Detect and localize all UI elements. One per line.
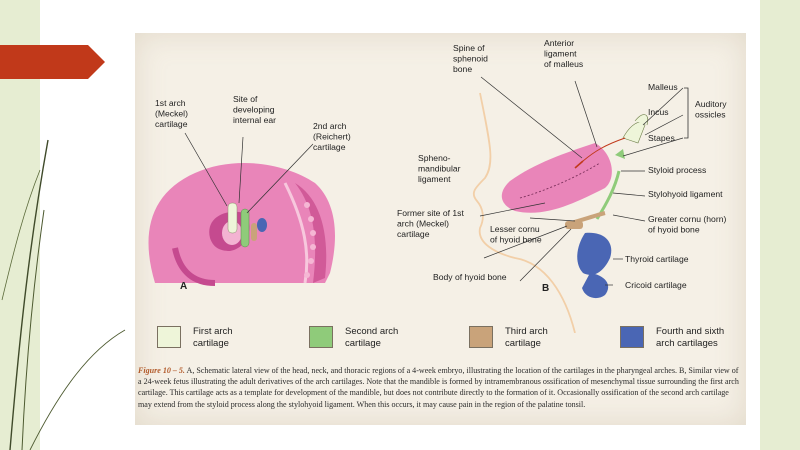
legend-first-arch: First arch cartilage: [157, 326, 233, 350]
label-first-arch: 1st arch(Meckel)cartilage: [155, 98, 188, 129]
legend-label: Fourth and sixth arch cartilages: [656, 326, 725, 349]
panel-a-letter: A: [180, 281, 187, 292]
legend-swatch: [309, 326, 333, 348]
legend-fourth-sixth-arch: Fourth and sixth arch cartilages: [620, 326, 724, 350]
mandible-shape: [501, 143, 612, 213]
label-styloid-process: Styloid process: [648, 165, 706, 175]
figure-caption: Figure 10 – 5. A, Schematic lateral view…: [138, 365, 743, 410]
panel-b-letter: B: [542, 283, 549, 294]
label-body-hyoid: Body of hyoid bone: [433, 272, 507, 282]
label-incus: Incus: [648, 107, 669, 117]
legend-label: Third arch cartilage: [505, 326, 548, 349]
caption-figure-number: Figure 10 – 5.: [138, 366, 185, 375]
label-malleus: Malleus: [648, 82, 678, 92]
panel-b-fetus: [472, 76, 689, 333]
label-cricoid: Cricoid cartilage: [625, 280, 687, 290]
legend-third-arch: Third arch cartilage: [469, 326, 548, 350]
title-arrow-tab: [0, 45, 105, 79]
legend-label: First arch cartilage: [193, 326, 233, 349]
label-thyroid: Thyroid cartilage: [625, 254, 689, 264]
third-arch-shape: [251, 223, 257, 241]
panel-a-embryo: [148, 132, 335, 286]
label-greater-cornu: Greater cornu (horn)of hyoid bone: [648, 214, 726, 235]
label-second-arch: 2nd arch(Reichert)cartilage: [313, 121, 351, 152]
fourth-sixth-arch-shape: [257, 218, 267, 232]
caption-body: A, Schematic lateral view of the head, n…: [138, 366, 739, 409]
legend-label: Second arch cartilage: [345, 326, 399, 349]
reichert-cartilage-shape: [240, 208, 250, 248]
label-stapes: Stapes: [648, 133, 675, 143]
legend-second-arch: Second arch cartilage: [309, 326, 398, 350]
meckel-cartilage-shape: [227, 202, 238, 234]
legend-swatch: [469, 326, 493, 348]
legend-swatch: [157, 326, 181, 348]
background-right-strip: [760, 0, 800, 450]
legend-swatch: [620, 326, 644, 348]
label-stylohyoid-ligament: Stylohyoid ligament: [648, 189, 723, 199]
